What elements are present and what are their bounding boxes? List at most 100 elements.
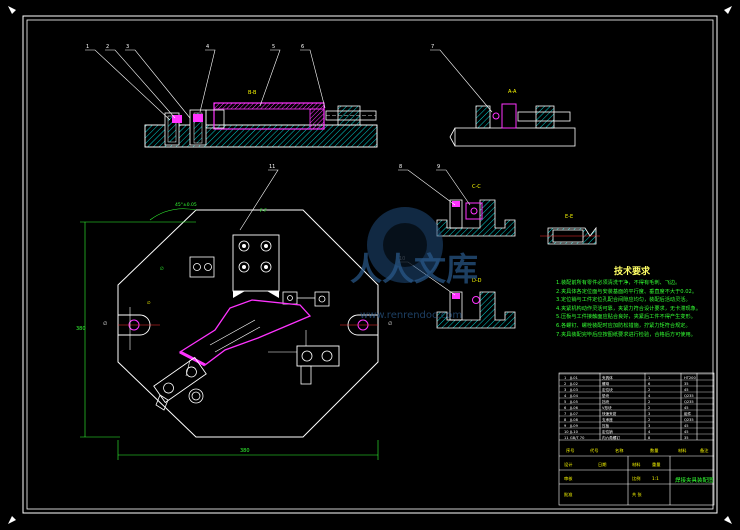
parts-cell: 2: [648, 406, 650, 410]
callout-label: 6: [301, 44, 304, 50]
side-view: A-A 7: [430, 44, 576, 147]
parts-cell: 6: [648, 382, 651, 386]
dimension-height: 380: [76, 326, 86, 332]
parts-cell: 35: [684, 436, 689, 440]
notes-title: 技术要求: [614, 267, 651, 277]
parts-cell: 45: [684, 430, 689, 434]
parts-cell: 定位销: [602, 429, 613, 434]
parts-cell: Q235: [684, 394, 694, 398]
parts-cell: 6: [564, 406, 567, 410]
section-label-d: D-D: [472, 278, 482, 284]
parts-cell: HT200: [684, 376, 696, 380]
parts-cell: 3: [648, 424, 650, 428]
parts-cell: 支承座: [602, 417, 613, 422]
technical-notes: 1.装配前所有零件必须清洗干净，不得有毛刺、飞边。 2.夹具体各定位面与安装基面的…: [556, 279, 718, 339]
section-label-front: B-B: [248, 90, 257, 96]
parts-cell: 内六角螺钉: [602, 435, 620, 440]
parts-cell: 螺母: [602, 381, 610, 386]
parts-cell: JJ-08: [569, 418, 579, 422]
parts-cell: 快速夹钳: [602, 411, 617, 416]
dimension-angle: 45°±0.05: [175, 202, 197, 208]
designer-label: 设计: [564, 461, 572, 468]
title-block-text: 序号 代号 名称 数量 材料 备注 设计 审核 批准 日期 材料 比例 1:1 …: [564, 447, 709, 498]
callout-label: 2: [106, 44, 109, 50]
section-label-c: C-C: [472, 184, 481, 190]
callout-label: 9: [437, 164, 440, 170]
parts-cell: 10: [564, 430, 569, 434]
callout-label: 11: [269, 164, 275, 170]
parts-header-qty: 数量: [650, 447, 658, 454]
parts-cell: 2: [648, 418, 650, 422]
front-view: B-B: [85, 49, 378, 148]
section-d-view: D-D 10: [398, 256, 516, 329]
parts-cell: GB/T 70: [570, 436, 585, 440]
notes-line: 3.定位销与工件定位孔配合间隙应均匀，装配后活动灵活。: [556, 297, 691, 304]
parts-header-remark: 备注: [700, 447, 709, 454]
tag-left: ∅: [147, 300, 151, 305]
parts-header-code: 代号: [590, 447, 598, 454]
parts-cell: 定位块: [602, 387, 613, 392]
parts-header-material: 材料: [678, 447, 687, 454]
callout-label: 5: [272, 44, 275, 50]
parts-cell: 45: [684, 424, 689, 428]
parts-cell: 夹具体: [602, 375, 613, 380]
dimension-left-side: ∅: [103, 321, 107, 327]
section-c-view: C-C 8 9: [398, 164, 516, 237]
approver-label: 批准: [564, 491, 572, 498]
parts-cell: 4: [648, 430, 651, 434]
parts-cell: JJ-10: [569, 430, 579, 434]
scale-label: 比例: [632, 475, 640, 482]
parts-cell: JJ-01: [569, 376, 578, 380]
date-label: 日期: [598, 462, 606, 468]
parts-cell: 2: [648, 400, 650, 404]
notes-line: 6.各螺钉、螺栓装配时应加防松措施，拧紧力矩符合规定。: [556, 322, 691, 329]
dimension-right-side: ∅: [388, 321, 392, 327]
parts-cell: 垫块: [602, 393, 610, 398]
drawing-name: 焊接夹具装配图: [675, 476, 714, 484]
section-e-view: E-E: [540, 214, 600, 245]
parts-cell: JJ-07: [569, 412, 578, 416]
parts-cell: 9: [564, 424, 567, 428]
parts-cell: 45: [684, 406, 689, 410]
notes-line: 4.夹紧机构动作灵活可靠，夹紧力符合设计要求，无卡滞现象。: [556, 305, 702, 312]
parts-cell: 4: [564, 394, 567, 398]
section-label-f: F-F: [260, 208, 267, 214]
callout-label: 1: [86, 44, 89, 50]
parts-cell: 8: [564, 418, 567, 422]
dimension-width: 380: [240, 448, 250, 454]
parts-cell: 2: [648, 388, 650, 392]
callout-label: 8: [399, 164, 402, 170]
scale-value: 1:1: [652, 476, 659, 481]
section-label-side: A-A: [508, 89, 517, 95]
parts-cell: Q235: [684, 400, 694, 404]
checker-label: 审核: [564, 475, 573, 482]
material-label: 材料: [632, 461, 641, 468]
parts-cell: 45: [684, 388, 689, 392]
notes-line: 1.装配前所有零件必须清洗干净，不得有毛刺、飞边。: [556, 280, 681, 286]
callout-label: 10: [399, 256, 405, 262]
parts-cell: JJ-03: [569, 388, 578, 392]
parts-cell: JJ-02: [569, 382, 578, 386]
weight-label: 重量: [652, 461, 660, 468]
title-block: [558, 372, 715, 506]
parts-cell: 4: [648, 394, 651, 398]
notes-line: 7.夹具装配完毕后应按图纸要求进行检验，合格后方可使用。: [556, 331, 696, 338]
parts-cell: Q235: [684, 418, 694, 422]
notes-line: 2.夹具体各定位面与安装基面的平行度、垂直度不大于0.02。: [556, 288, 698, 295]
parts-cell: V形块: [602, 405, 612, 410]
callout-label: 3: [126, 44, 129, 50]
parts-cell: 2: [564, 382, 566, 386]
callout-label: 4: [206, 44, 209, 50]
parts-cell: 35: [684, 382, 689, 386]
tag-clamp-left: ∅: [160, 266, 164, 272]
parts-cell: 3: [564, 388, 566, 392]
parts-header-name: 名称: [615, 447, 623, 454]
sheet-label: 共 张: [632, 491, 643, 498]
callout-label: 7: [431, 44, 434, 50]
parts-header-no: 序号: [566, 447, 574, 454]
front-view-callouts: 1 2 3 4 5 6: [86, 44, 304, 50]
parts-cell: 7: [564, 412, 566, 416]
parts-cell: 组件: [684, 411, 692, 416]
